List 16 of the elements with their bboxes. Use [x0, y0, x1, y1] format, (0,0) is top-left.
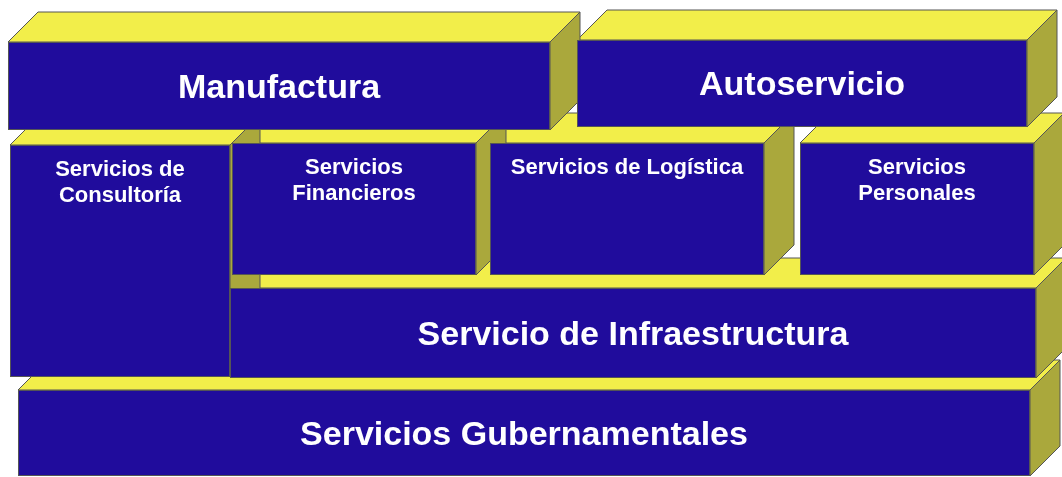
block [18, 390, 1030, 476]
block-label: Servicios Gubernamentales [299, 412, 749, 454]
block [8, 42, 550, 130]
block-label: Servicio de Infraestructura [416, 312, 850, 354]
block-label: Servicios de Logística [509, 154, 745, 181]
block [577, 40, 1027, 127]
block-label: Servicios Financieros [291, 154, 417, 207]
block [232, 143, 476, 275]
block [490, 143, 764, 275]
block [230, 288, 1036, 378]
block-label: Servicios Personales [857, 154, 977, 207]
block-label: Servicios de Consultoría [54, 156, 186, 209]
block [10, 145, 230, 377]
block-label: Autoservicio [698, 63, 906, 104]
block [800, 143, 1034, 275]
block-label: Manufactura [176, 65, 382, 107]
